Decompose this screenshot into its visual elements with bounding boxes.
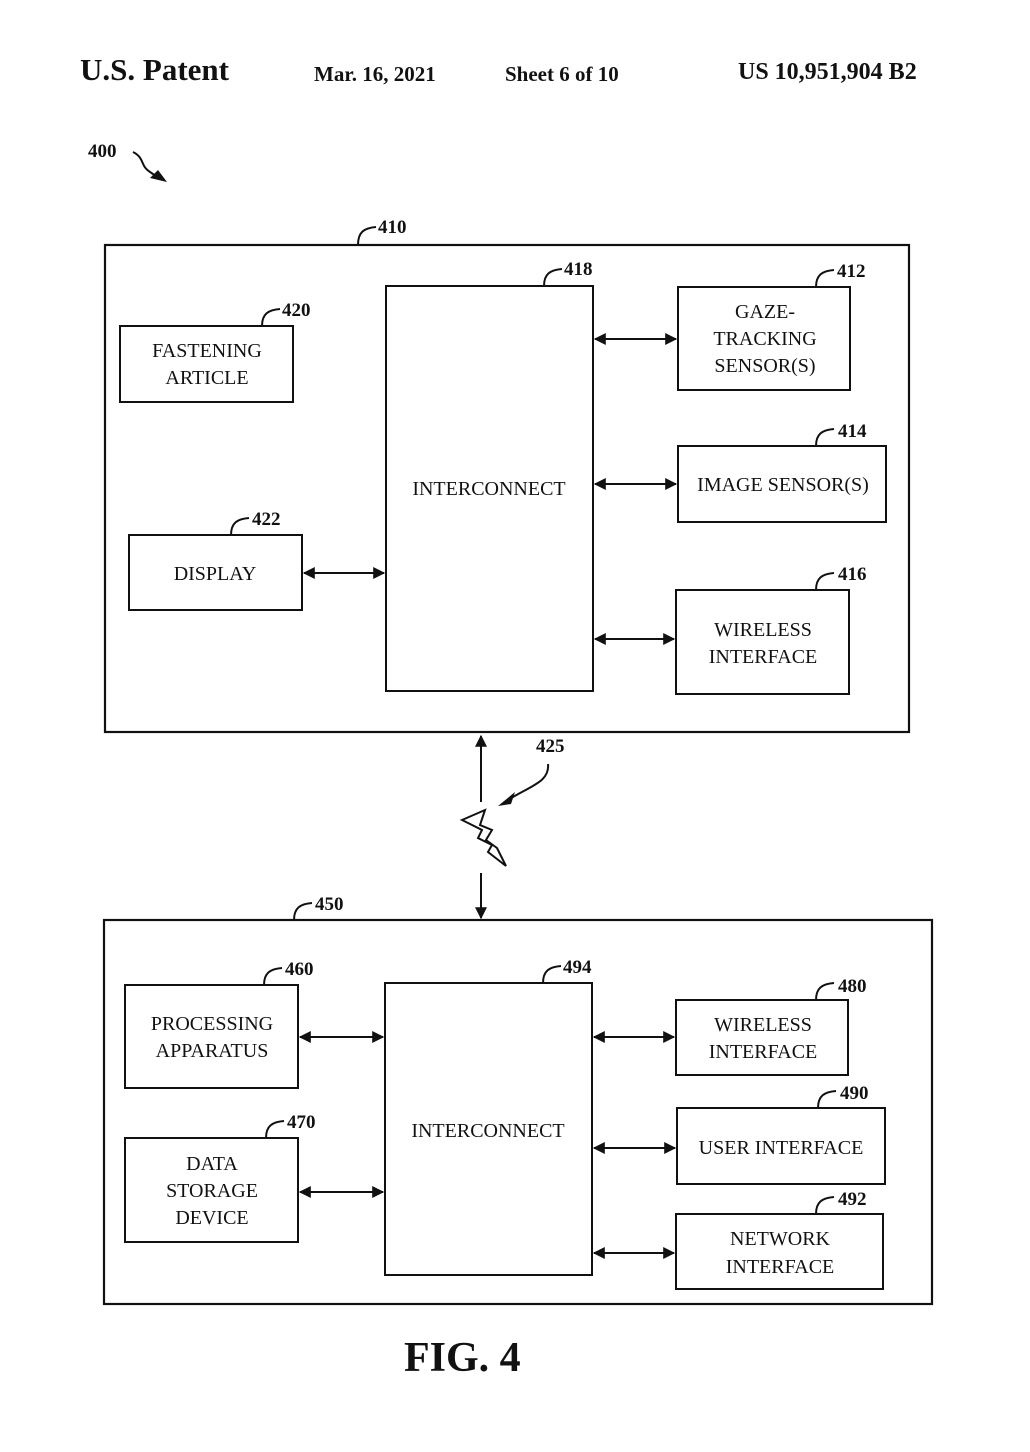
block-ref: 416 xyxy=(838,564,867,585)
block-label-line: INTERFACE xyxy=(709,646,818,668)
device-450-ref: 450 xyxy=(315,894,344,915)
block-processing-apparatus: 460 PROCESSING APPARATUS xyxy=(124,959,314,1089)
figure-ref-arrowhead-icon xyxy=(150,170,167,182)
block-label-line: INTERCONNECT xyxy=(412,478,565,500)
wireless-link-ref: 425 xyxy=(536,736,565,757)
block-label-line: DATA xyxy=(186,1153,238,1175)
block-label-line: INTERFACE xyxy=(709,1041,818,1063)
block-image-sensors: 414 IMAGE SENSOR(S) xyxy=(677,421,887,523)
block-network-interface: 492 NETWORK INTERFACE xyxy=(675,1189,884,1290)
block-label-line: APPARATUS xyxy=(156,1040,269,1062)
lightning-bolt-icon xyxy=(459,808,507,867)
block-interconnect-418: 418 INTERCONNECT xyxy=(385,259,594,692)
leader-line xyxy=(507,763,550,801)
patent-date: Mar. 16, 2021 xyxy=(314,62,436,86)
leader-line xyxy=(293,902,313,921)
wireless-link-425: 425 xyxy=(459,734,565,920)
block-label-line: WIRELESS xyxy=(714,619,812,641)
block-label-line: TRACKING xyxy=(713,328,816,350)
block-user-interface: 490 USER INTERFACE xyxy=(676,1083,886,1185)
block-label-line: IMAGE SENSOR(S) xyxy=(697,474,869,496)
block-ref: 422 xyxy=(252,509,281,530)
leader-line xyxy=(357,226,377,246)
block-ref: 414 xyxy=(838,421,867,442)
block-ref: 420 xyxy=(282,300,311,321)
block-ref: 470 xyxy=(287,1112,316,1133)
figure-label: FIG. 4 xyxy=(404,1335,521,1381)
block-data-storage-device: 470 DATA STORAGE DEVICE xyxy=(124,1112,316,1243)
block-display: 422 DISPLAY xyxy=(128,509,303,611)
block-ref: 412 xyxy=(837,261,866,282)
patent-number: US 10,951,904 B2 xyxy=(738,59,917,85)
device-410: 410 420 FASTENING ARTICLE 422 DISPLAY 41… xyxy=(103,217,911,734)
block-gaze-tracking-sensors: 412 GAZE- TRACKING SENSOR(S) xyxy=(677,261,866,391)
device-450-frame xyxy=(102,918,934,1306)
block-label-line: INTERCONNECT xyxy=(411,1120,564,1142)
block-wireless-interface-480: 480 WIRELESS INTERFACE xyxy=(675,976,867,1076)
figure-ref-arrow xyxy=(132,151,163,181)
leader-arrowhead-icon xyxy=(498,792,515,806)
block-ref: 418 xyxy=(564,259,593,280)
block-label-line: DEVICE xyxy=(175,1207,248,1229)
block-ref: 490 xyxy=(840,1083,869,1104)
block-fastening-article: 420 FASTENING ARTICLE xyxy=(119,300,311,403)
block-label-line: WIRELESS xyxy=(714,1014,812,1036)
block-ref: 492 xyxy=(838,1189,867,1210)
block-label-line: ARTICLE xyxy=(165,367,248,389)
patent-header-title: U.S. Patent xyxy=(80,52,229,87)
block-ref: 494 xyxy=(563,957,592,978)
block-label-line: DISPLAY xyxy=(174,563,257,585)
block-label-line: FASTENING xyxy=(152,340,262,362)
block-label-line: INTERFACE xyxy=(726,1256,835,1278)
block-label-line: GAZE- xyxy=(735,301,795,323)
block-ref: 480 xyxy=(838,976,867,997)
block-label-line: STORAGE xyxy=(166,1180,258,1202)
device-410-frame xyxy=(103,243,911,734)
sheet-number: Sheet 6 of 10 xyxy=(505,62,619,86)
block-label-line: PROCESSING xyxy=(151,1013,273,1035)
block-label-line: NETWORK xyxy=(730,1228,831,1250)
device-410-ref: 410 xyxy=(378,217,407,238)
block-interconnect-494: 494 INTERCONNECT xyxy=(384,957,593,1276)
figure-ref-label: 400 xyxy=(88,141,117,162)
block-ref: 460 xyxy=(285,959,314,980)
device-450: 450 460 PROCESSING APPARATUS 470 DATA ST… xyxy=(102,894,934,1306)
block-wireless-interface-416: 416 WIRELESS INTERFACE xyxy=(675,564,867,695)
block-label-line: USER INTERFACE xyxy=(699,1137,864,1159)
block-label-line: SENSOR(S) xyxy=(714,355,815,377)
